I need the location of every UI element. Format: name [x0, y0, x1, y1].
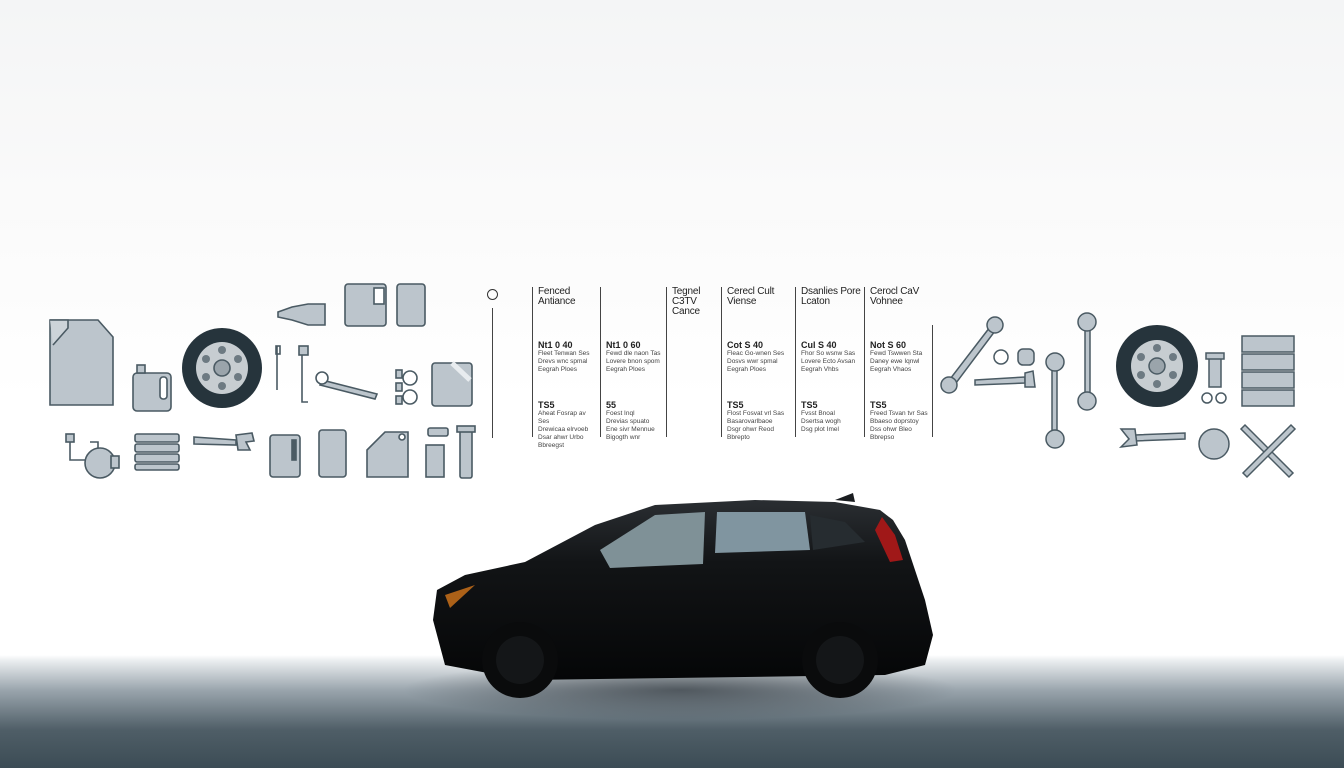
column-price: Cot S 40 [727, 340, 764, 350]
table-column: Tegnel C3TV Cance [666, 287, 722, 437]
column-sub: TS5 [727, 400, 744, 410]
jerry-can-icon [366, 431, 409, 478]
wrench-icon [315, 371, 379, 400]
wrench-icon [1045, 352, 1065, 449]
tire-icon [182, 328, 262, 408]
column-sub: 55 [606, 400, 617, 410]
jerry-can-icon [49, 319, 114, 406]
phone-icon [318, 429, 347, 478]
ball-icon [1198, 428, 1230, 460]
shock-icon [1205, 352, 1225, 388]
oil-jug-icon [269, 434, 301, 478]
table-column: Cerecl Cult Viense Cot S 40 Fleac Go-wne… [721, 286, 793, 441]
coolant-can-icon [396, 283, 426, 327]
wrench-icon [193, 432, 255, 451]
table-column: Fenced Antiance Nt1 0 40 Fleet Tenwan Se… [532, 286, 598, 449]
grease-gun-icon [425, 425, 476, 479]
column-price: Nt1 0 60 [606, 340, 641, 350]
right-icon-cluster [940, 312, 1297, 479]
left-icon-cluster [49, 283, 476, 479]
column-header: Tegnel C3TV Cance [672, 286, 701, 317]
table-column: Cerocl CaV Vohnee Not S 60 Fewd Tswwen S… [864, 286, 932, 441]
washer-set-icon [395, 369, 418, 405]
wrench-icon [940, 316, 1004, 394]
wrench-icon [1118, 428, 1186, 449]
fuel-can-icon [431, 361, 473, 407]
column-header: Cerecl Cult Viense [727, 286, 775, 307]
column-sub: TS5 [870, 400, 887, 410]
crossed-wrenches-icon [1239, 423, 1297, 479]
spark-plug-icon [277, 303, 326, 326]
column-header: Cerocl CaV Vohnee [870, 286, 920, 307]
tool-drawer-icon [1241, 335, 1295, 407]
column-sub: TS5 [801, 400, 818, 410]
column-sub: TS5 [538, 400, 555, 410]
circle-marker-icon [487, 289, 498, 300]
nut-icon [1201, 392, 1227, 404]
table-column: Dsanlies Pore Lcaton Cul S 40 Fhor So ws… [795, 287, 863, 437]
column-price: Not S 60 [870, 340, 907, 350]
filter-icon [1017, 348, 1035, 366]
fluid-can-icon [344, 283, 387, 327]
oil-bottle-icon [132, 364, 172, 412]
pump-icon [65, 433, 120, 479]
suv-vehicle-image [433, 493, 933, 698]
brake-pad-stack-icon [134, 433, 180, 471]
table-end-line [932, 325, 933, 437]
marker-line [492, 308, 493, 438]
column-price: Cul S 40 [801, 340, 837, 350]
dipstick-icon [275, 345, 309, 403]
wrench-icon [974, 370, 1036, 388]
washer-icon [993, 349, 1009, 365]
column-header: Fenced Antiance [538, 286, 576, 307]
column-header: Dsanlies Pore Lcaton [801, 286, 861, 307]
tire-icon [1116, 325, 1198, 407]
wrench-icon [1077, 312, 1097, 411]
column-price: Nt1 0 40 [538, 340, 573, 350]
column-header [606, 287, 666, 307]
